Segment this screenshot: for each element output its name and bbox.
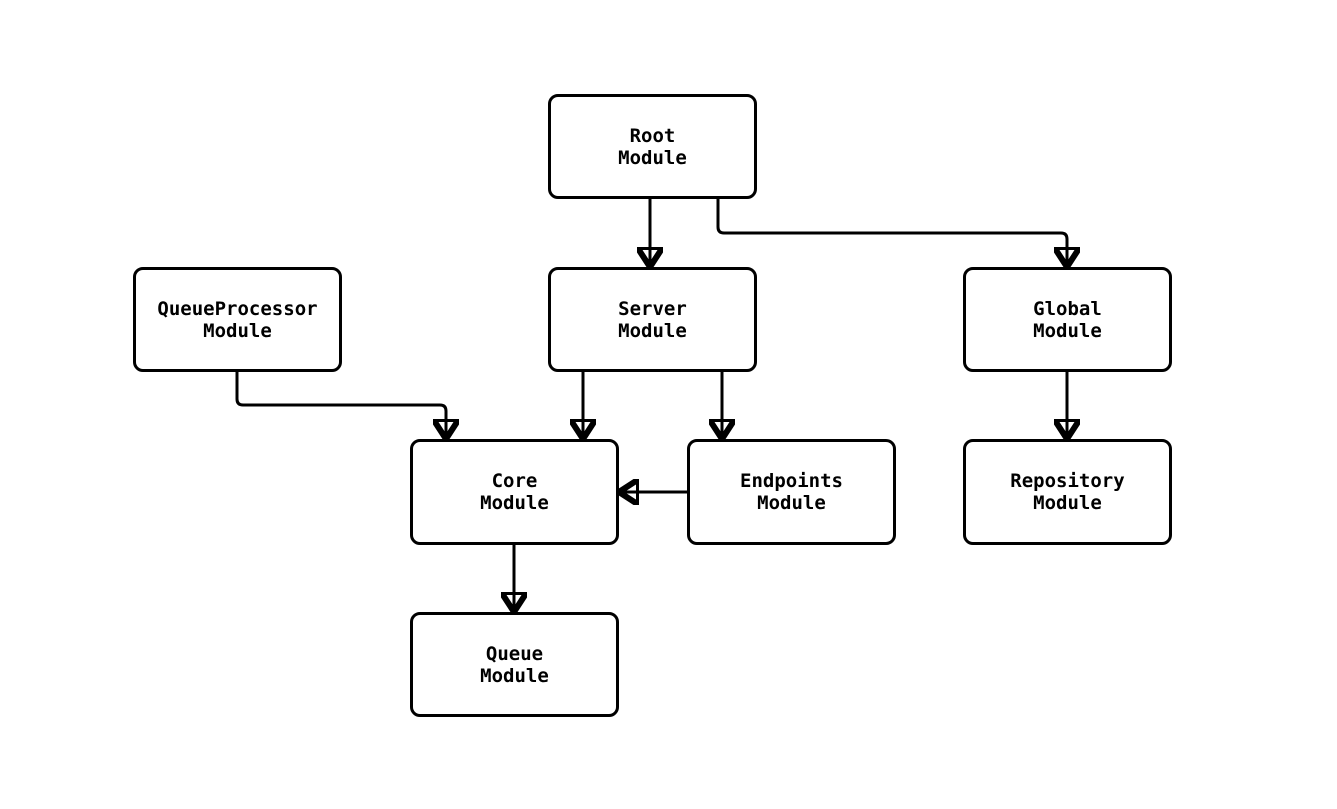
node-label-line: Queue — [485, 642, 544, 665]
node-root-module: Root Module — [548, 94, 757, 199]
node-endpoints-module: Endpoints Module — [687, 439, 896, 545]
node-queueprocessor-module: QueueProcessor Module — [133, 267, 342, 372]
node-repository-module: Repository Module — [963, 439, 1172, 545]
node-label-line: QueueProcessor — [157, 297, 318, 320]
node-queue-module: Queue Module — [410, 612, 619, 717]
node-label-line: Module — [480, 492, 549, 514]
node-label-line: Server — [618, 297, 687, 320]
node-server-module: Server Module — [548, 267, 757, 372]
node-label-line: Module — [480, 664, 549, 687]
node-global-module: Global Module — [963, 267, 1172, 372]
node-label-line: Module — [618, 146, 687, 169]
node-core-module: Core Module — [410, 439, 619, 545]
edge-queueprocessor-to-core — [235, 372, 446, 439]
node-label-line: Global — [1033, 297, 1102, 320]
node-label-line: Core — [491, 470, 538, 492]
node-label-line: Endpoints — [740, 470, 843, 492]
node-label-line: Module — [757, 492, 826, 514]
node-label-line: Repository — [1010, 470, 1125, 492]
node-label-line: Module — [203, 319, 272, 342]
node-label-line: Module — [1033, 319, 1102, 342]
node-label-line: Module — [1033, 492, 1102, 514]
node-label-line: Module — [618, 319, 687, 342]
node-label-line: Root — [629, 124, 676, 147]
edge-root-to-global — [716, 198, 1067, 267]
